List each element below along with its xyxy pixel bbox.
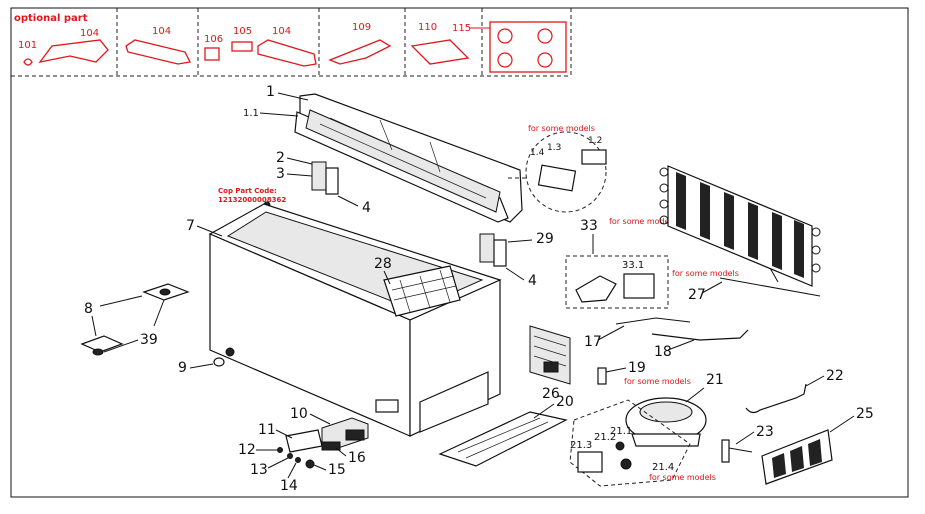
note-for-some-models-33: for some models [609, 217, 676, 226]
fan-grille [529, 325, 571, 385]
basket [383, 265, 461, 317]
note-for-some-models-19: for some models [624, 377, 691, 386]
callout-21-1: 21.1 [610, 426, 632, 437]
foot-lower [80, 335, 124, 356]
callout-15: 15 [328, 462, 346, 478]
label-104c: 104 [272, 26, 291, 37]
pipe-18 [651, 329, 749, 341]
cabinet-body [208, 203, 502, 437]
part-110-ice-tray-icon [410, 39, 470, 65]
hinge-right [479, 233, 507, 267]
note-for-some-models-27: for some models [672, 269, 739, 278]
part-104-handle3-icon [257, 39, 317, 67]
compressor [625, 397, 707, 447]
callout-26: 26 [542, 386, 560, 402]
callout-29: 29 [536, 231, 554, 247]
callout-16: 16 [348, 450, 366, 466]
callout-27: 27 [688, 287, 706, 303]
label-104b: 104 [152, 26, 171, 37]
callout-1-2: 1.2 [588, 136, 602, 146]
part-115-wheel-set-icon [489, 21, 567, 73]
label-106: 106 [204, 34, 223, 45]
cop-part-code-label: Cop Part Code: [218, 187, 277, 195]
capillary-23 [721, 439, 753, 463]
rear-grille [761, 429, 833, 485]
callout-33-1: 33.1 [622, 260, 644, 271]
callout-8: 8 [84, 301, 93, 317]
callout-33: 33 [580, 218, 598, 234]
optional-part-title: optional part [14, 13, 88, 24]
callout-21-3: 21.3 [570, 440, 592, 451]
callout-39: 39 [140, 332, 158, 348]
callout-14: 14 [280, 478, 298, 494]
hinge-left [311, 161, 339, 195]
callout-7: 7 [186, 218, 195, 234]
callout-4-left: 4 [362, 200, 371, 216]
callout-1-3: 1.3 [547, 143, 561, 153]
callout-1-1: 1.1 [243, 108, 259, 119]
callout-22: 22 [826, 368, 844, 384]
callout-1-4: 1.4 [530, 148, 545, 158]
condenser [659, 165, 821, 297]
label-101: 101 [18, 40, 37, 51]
drier-19 [597, 367, 607, 385]
callout-13: 13 [250, 462, 268, 478]
pipe-22 [745, 383, 807, 414]
callout-21-4: 21.4 [652, 462, 674, 473]
plug-9 [213, 357, 225, 367]
callout-10: 10 [290, 406, 308, 422]
outer-frame [10, 7, 909, 498]
callout-23: 23 [756, 424, 774, 440]
callout-3: 3 [276, 166, 285, 182]
part-105-icon [231, 41, 253, 52]
part-106-icon [204, 47, 220, 61]
callout-9: 9 [178, 360, 187, 376]
label-110: 110 [418, 22, 437, 33]
foot-upper [142, 283, 190, 301]
optional-parts-panel: optional part 101 104 104 106 105 104 10… [11, 8, 572, 77]
callout-21-2: 21.2 [594, 432, 616, 443]
lid-assembly [294, 93, 523, 223]
callout-4-right: 4 [528, 273, 537, 289]
lid-detail-circle: for some models 1.4 1.3 1.2 [508, 124, 607, 213]
callout-17: 17 [584, 334, 602, 350]
label-115: 115 [452, 23, 471, 34]
note-for-some-models-lid: for some models [528, 124, 595, 133]
base-plate [438, 411, 568, 467]
callout-12: 12 [238, 442, 256, 458]
label-109: 109 [352, 22, 371, 33]
callout-1: 1 [266, 84, 275, 100]
part-109-scraper-icon [328, 39, 392, 65]
callout-20: 20 [556, 394, 574, 410]
label-105: 105 [233, 26, 252, 37]
pipe-17 [615, 317, 691, 325]
control-panel-parts [277, 417, 369, 469]
callout-2: 2 [276, 150, 285, 166]
callout-25: 25 [856, 406, 874, 422]
callout-21: 21 [706, 372, 724, 388]
cop-part-code-value: 12132000008362 [218, 196, 286, 204]
callout-11: 11 [258, 422, 276, 438]
part-104-handle-icon [38, 39, 109, 63]
callout-28: 28 [374, 256, 392, 272]
thermostat-detail: 33 for some models 33.1 [565, 217, 676, 309]
compressor-electrics [569, 399, 691, 487]
note-for-some-models-21: for some models [649, 473, 716, 482]
part-104-handle2-icon [125, 39, 191, 65]
label-104a: 104 [80, 28, 99, 39]
callout-19: 19 [628, 360, 646, 376]
callout-18: 18 [654, 344, 672, 360]
part-101-icon [23, 58, 33, 66]
